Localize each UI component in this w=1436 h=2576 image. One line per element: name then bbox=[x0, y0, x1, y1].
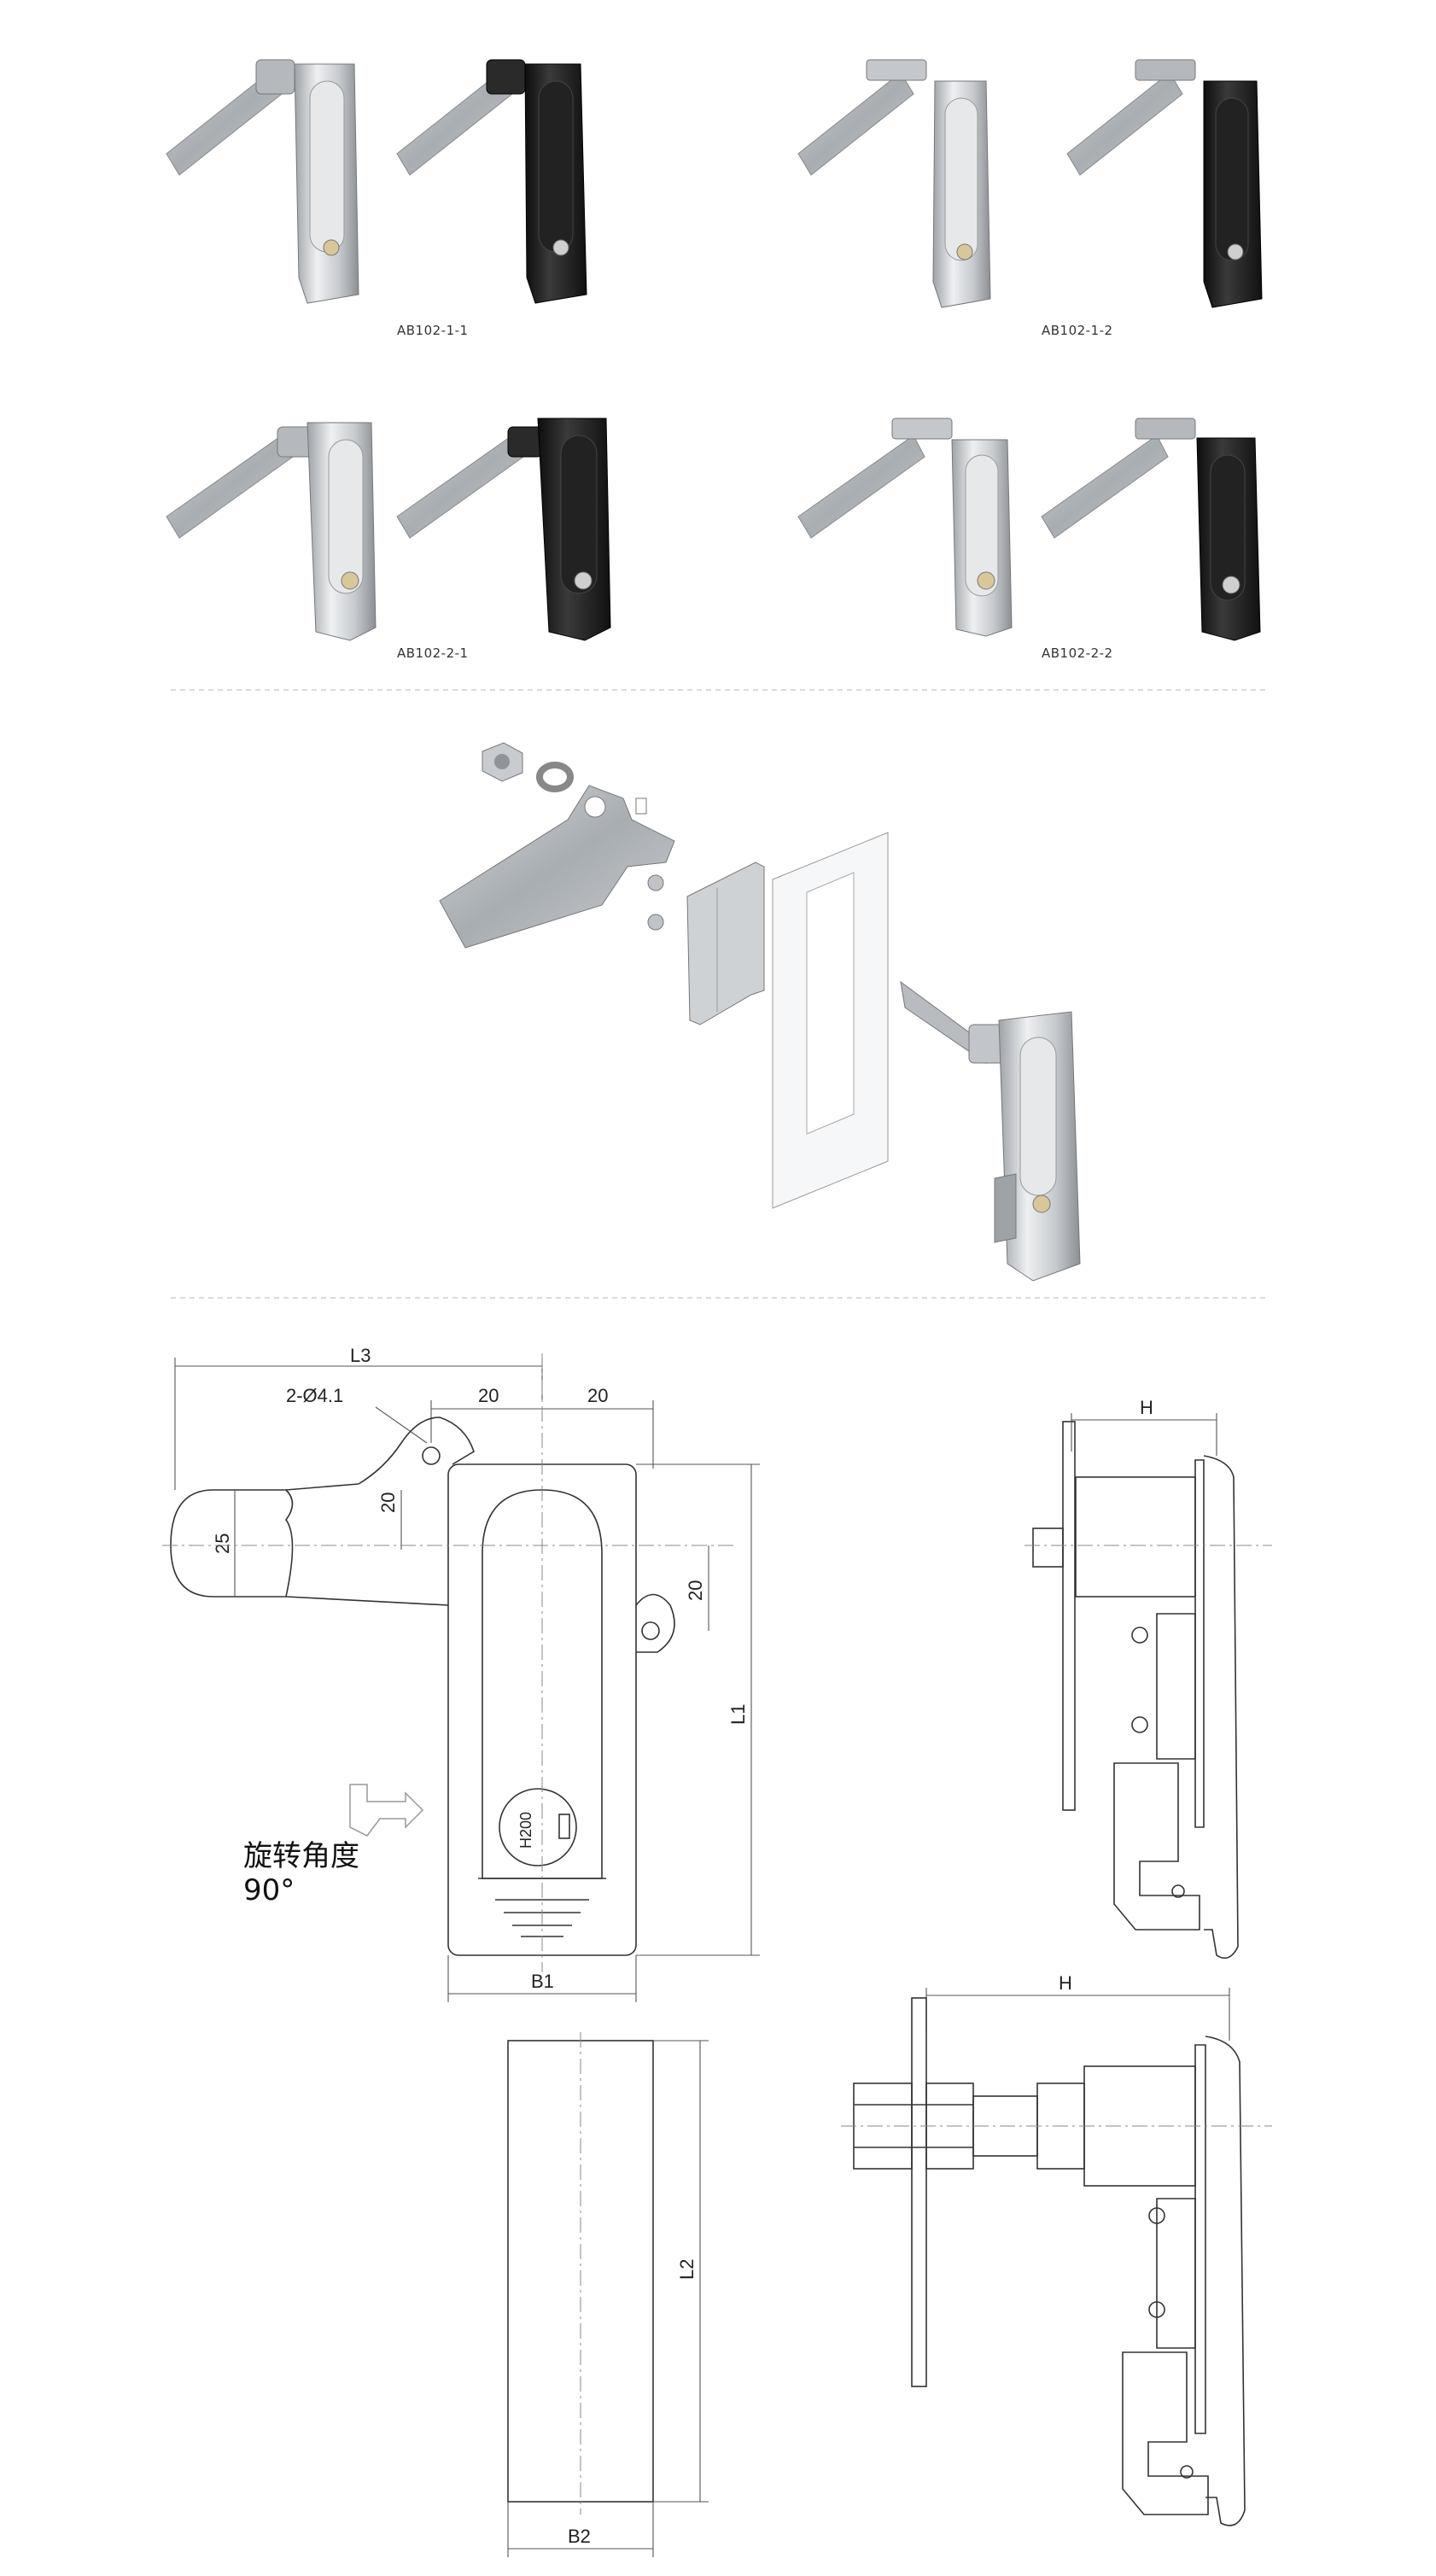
side-view-drawing-short: H bbox=[1024, 1397, 1272, 1960]
mount-hole-upper bbox=[422, 1446, 441, 1465]
hole-spec-label: 2-Ø4.1 bbox=[286, 1385, 343, 1406]
rotation-angle-value: 90° bbox=[243, 1873, 295, 1907]
handle-zinc-image bbox=[166, 422, 377, 641]
front-view-drawing: L3 20 20 2-Ø4.1 20 25 H200 20 bbox=[162, 1345, 760, 2002]
product-code: AB102-1-2 bbox=[1042, 323, 1113, 338]
leader-line bbox=[375, 1406, 428, 1444]
cam-lever-image bbox=[439, 785, 675, 949]
handle-zinc-image bbox=[797, 59, 991, 308]
boss-section bbox=[1075, 1476, 1196, 1598]
dim-25: 25 bbox=[212, 1533, 233, 1554]
panel-section bbox=[911, 1997, 927, 2387]
latch-section bbox=[1113, 1762, 1200, 1931]
bracket-section bbox=[1156, 2198, 1196, 2349]
product-code: AB102-2-2 bbox=[1042, 645, 1113, 661]
product-code: AB102-2-1 bbox=[397, 645, 469, 661]
lever-arm-outline bbox=[285, 1417, 475, 1606]
dim-H-bottom: H bbox=[1059, 1972, 1072, 1994]
screw-head bbox=[1131, 1716, 1148, 1733]
key-slot bbox=[558, 1814, 570, 1839]
handle-zinc-image bbox=[166, 59, 359, 304]
lock-code-label: H200 bbox=[517, 1812, 534, 1849]
dim-20-b: 20 bbox=[587, 1385, 608, 1406]
dim-L3: L3 bbox=[350, 1345, 371, 1366]
lock-cylinder-outline bbox=[499, 1788, 577, 1866]
product-AB102-1-2: AB102-1-2 bbox=[797, 59, 1263, 338]
latch-hole bbox=[1180, 2465, 1194, 2479]
bracket-section bbox=[1156, 1613, 1196, 1760]
hex-nut-image bbox=[482, 742, 523, 782]
rotation-angle-label: 旋转角度 bbox=[243, 1839, 359, 1873]
body-wall bbox=[1194, 1459, 1205, 1828]
latch-hole bbox=[1171, 1884, 1185, 1898]
handle-face-outline bbox=[1203, 1455, 1239, 1960]
dim-20-a: 20 bbox=[478, 1385, 499, 1406]
body-wall bbox=[1194, 2044, 1206, 2434]
product-AB102-2-1: AB102-2-1 bbox=[166, 418, 611, 661]
handle-black-image bbox=[1066, 59, 1263, 308]
product-code: AB102-1-1 bbox=[397, 323, 469, 338]
dim-B2: B2 bbox=[568, 2526, 591, 2547]
mount-ear-outline bbox=[635, 1593, 675, 1653]
washer-image bbox=[536, 762, 574, 792]
mounting-bracket-image bbox=[686, 862, 765, 1025]
screw-head bbox=[1131, 1627, 1148, 1644]
panel-cutout-drawing: L2 B2 bbox=[507, 2032, 709, 2557]
handle-black-image bbox=[1041, 418, 1261, 641]
dim-B1: B1 bbox=[531, 1971, 554, 1992]
dim-20-d: 20 bbox=[685, 1580, 706, 1601]
side-view-drawing-long: H bbox=[841, 1972, 1272, 2526]
door-panel-image bbox=[772, 832, 889, 1209]
product-AB102-2-2: AB102-2-2 bbox=[797, 418, 1261, 661]
handle-recess-outline bbox=[482, 1489, 603, 1879]
dim-L2: L2 bbox=[676, 2259, 698, 2280]
handle-body-image bbox=[900, 980, 1081, 1282]
dim-20-c: 20 bbox=[377, 1492, 399, 1513]
handle-face-outline bbox=[1205, 2036, 1246, 2526]
screw-image bbox=[647, 874, 664, 931]
product-AB102-1-1: AB102-1-1 bbox=[166, 59, 587, 338]
nut-section bbox=[1032, 1527, 1064, 1568]
mount-hole-lower bbox=[641, 1621, 660, 1640]
handle-black-image bbox=[396, 418, 611, 641]
rotation-arrow-icon bbox=[349, 1784, 424, 1837]
exploded-view bbox=[439, 742, 1081, 1282]
handle-black-image bbox=[396, 59, 587, 304]
lever-outline bbox=[170, 1489, 294, 1598]
latch-section bbox=[1122, 2351, 1209, 2515]
screw-head bbox=[1148, 2207, 1165, 2224]
dim-L1: L1 bbox=[727, 1704, 749, 1725]
handle-zinc-image bbox=[797, 418, 1013, 637]
dim-H-top: H bbox=[1140, 1397, 1153, 1418]
panel-section bbox=[1062, 1421, 1076, 1811]
screw-head bbox=[1148, 2301, 1165, 2318]
